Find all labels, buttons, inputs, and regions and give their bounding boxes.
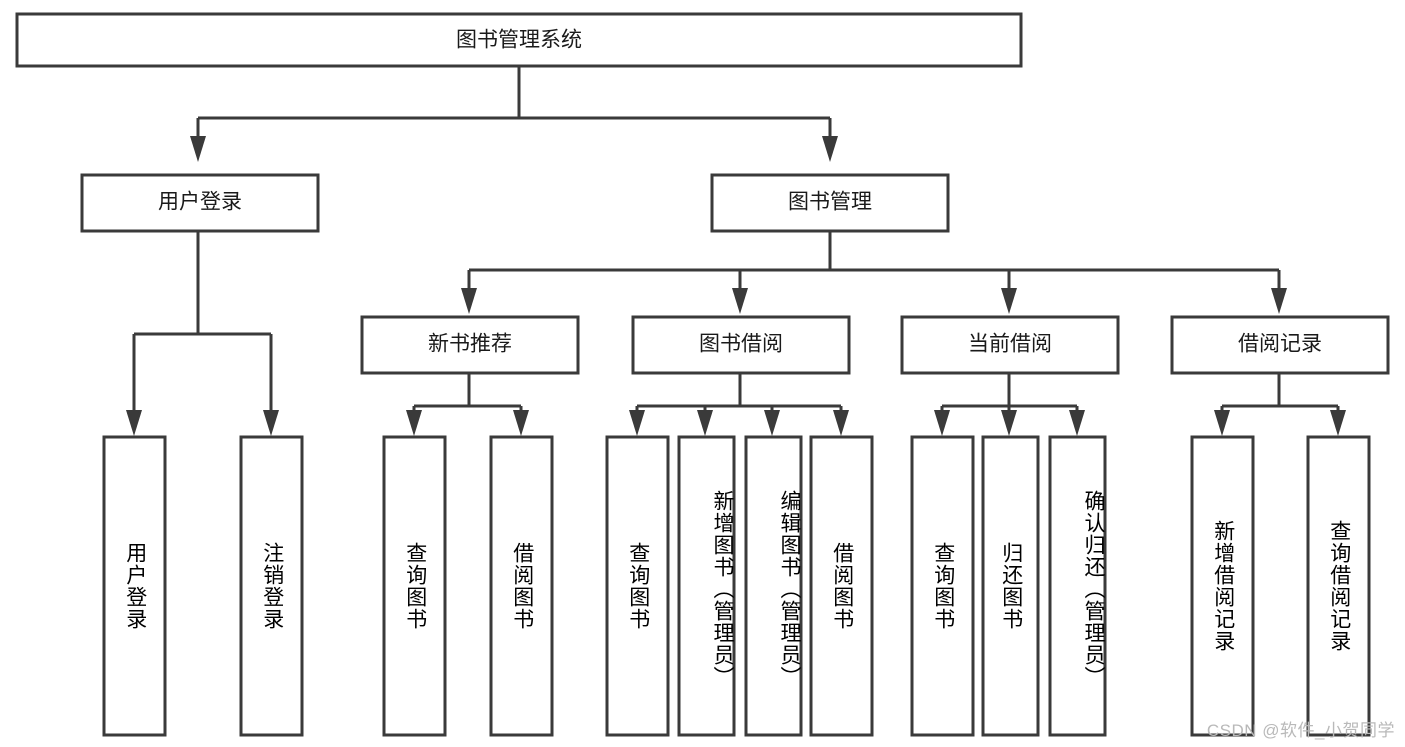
connector-group-current-borrow (934, 373, 1085, 436)
arrow-bb-to-add (697, 410, 713, 436)
node-book-manage[interactable]: 图书管理 (710, 173, 950, 233)
node-current-borrow[interactable]: 当前借阅 (900, 315, 1120, 375)
arrow-bb-to-query (629, 410, 645, 436)
leaf-borrow-book-1-box[interactable] (489, 435, 554, 737)
node-book-manage-label: 图书管理 (788, 191, 872, 214)
arrow-bb-to-borrow (833, 410, 849, 436)
arrow-ul-to-leaf-logout (263, 410, 279, 436)
arrow-br-to-add (1214, 410, 1230, 436)
leaf-boxes (102, 435, 1371, 737)
arrow-bm-to-current (1001, 288, 1017, 314)
leaf-add-record-box[interactable] (1190, 435, 1255, 737)
leaf-query-record-box[interactable] (1306, 435, 1371, 737)
node-borrow-record-label: 借阅记录 (1238, 333, 1322, 356)
leaf-query-book-2-box[interactable] (605, 435, 670, 737)
node-current-borrow-label: 当前借阅 (968, 333, 1052, 356)
node-user-login-box[interactable] (80, 173, 320, 233)
node-root-box[interactable] (15, 12, 1023, 68)
arrow-ul-to-leaf-login (126, 410, 142, 436)
node-user-login-label: 用户登录 (158, 191, 242, 214)
leaf-borrow-book-2-box[interactable] (809, 435, 874, 737)
arrow-root-to-book-manage (822, 136, 838, 162)
arrow-bm-to-recommend (461, 288, 477, 314)
node-current-borrow-box[interactable] (900, 315, 1120, 375)
arrow-bm-to-record (1271, 288, 1287, 314)
connector-group-borrow-record (1214, 373, 1346, 436)
node-root-label: 图书管理系统 (456, 29, 582, 52)
arrow-bb-to-edit (764, 410, 780, 436)
node-book-borrow-label: 图书借阅 (699, 333, 783, 356)
arrow-rec-to-query (406, 410, 422, 436)
leaf-query-book-3-box[interactable] (910, 435, 975, 737)
leaf-edit-book-box[interactable] (744, 435, 803, 737)
leaf-user-logout-box[interactable] (239, 435, 304, 737)
arrow-rec-to-borrow (513, 410, 529, 436)
node-book-manage-box[interactable] (710, 173, 950, 233)
node-new-book-recommend[interactable]: 新书推荐 (360, 315, 580, 375)
leaf-add-book-box[interactable] (677, 435, 736, 737)
connector-group-user-login (126, 232, 279, 436)
node-new-book-recommend-box[interactable] (360, 315, 580, 375)
node-new-book-recommend-label: 新书推荐 (428, 333, 512, 356)
connector-group-book-borrow (629, 373, 849, 436)
csdn-watermark: CSDN @软件_小贺同学 (1206, 721, 1395, 740)
node-root[interactable]: 图书管理系统 (15, 12, 1023, 68)
leaf-return-book-box[interactable] (981, 435, 1040, 737)
arrow-cb-to-confirm (1069, 410, 1085, 436)
arrow-cb-to-query (934, 410, 950, 436)
arrow-br-to-query (1330, 410, 1346, 436)
connector-group-book-manage (461, 232, 1287, 314)
node-borrow-record-box[interactable] (1170, 315, 1390, 375)
connector-group-recommend (406, 373, 529, 436)
node-borrow-record[interactable]: 借阅记录 (1170, 315, 1390, 375)
node-user-login[interactable]: 用户登录 (80, 173, 320, 233)
leaf-user-login-box[interactable] (102, 435, 167, 737)
node-book-borrow-box[interactable] (631, 315, 851, 375)
leaf-confirm-return-box[interactable] (1048, 435, 1107, 737)
arrow-bm-to-borrow (732, 288, 748, 314)
node-book-borrow[interactable]: 图书借阅 (631, 315, 851, 375)
connector-group-root (190, 66, 838, 162)
arrow-root-to-user-login (190, 136, 206, 162)
arrow-cb-to-return (1001, 410, 1017, 436)
leaf-query-book-1-box[interactable] (382, 435, 447, 737)
